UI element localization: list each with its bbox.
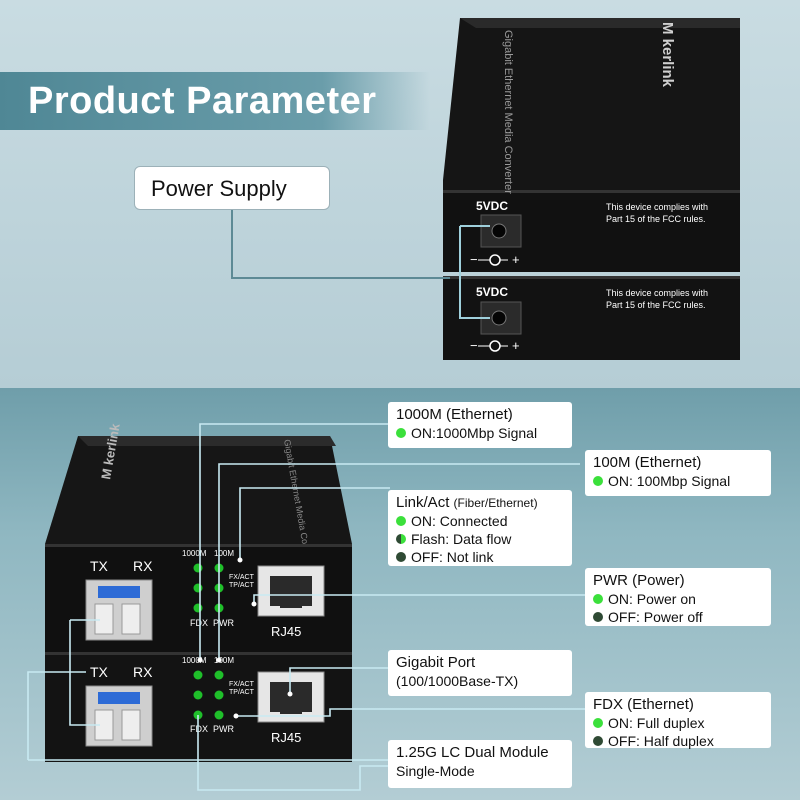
callout-fdx-title: FDX (Ethernet) — [593, 696, 694, 713]
callout-100m: 100M (Ethernet) ON: 100Mbp Signal — [585, 450, 771, 496]
lower-fcc-line1: This device complies with — [606, 288, 708, 298]
callout-lc-sub: Single-Mode — [396, 763, 475, 779]
callout-pwr-off: OFF: Power off — [608, 609, 703, 625]
callout-pwr-on: ON: Power on — [608, 591, 696, 607]
upper-led-fdx: FDX — [190, 618, 208, 628]
upper-fcc-line1: This device complies with — [606, 202, 708, 212]
lower-led-tpact: TP/ACT — [229, 689, 255, 696]
upper-fcc-line2: Part 15 of the FCC rules. — [606, 214, 706, 224]
callout-1000m: 1000M (Ethernet) ON:1000Mbp Signal — [388, 402, 572, 448]
lower-rx-label: RX — [133, 664, 153, 680]
callout-100m-title: 100M (Ethernet) — [593, 454, 702, 471]
callout-link-off: OFF: Not link — [411, 549, 494, 565]
callout-link-title-sub: (Fiber/Ethernet) — [453, 496, 538, 510]
led-flash-dot-icon — [396, 534, 406, 544]
upper-led-1000m: 1000M — [182, 549, 207, 558]
callout-100m-on: ON: 100Mbp Signal — [608, 473, 731, 489]
upper-rx-label: RX — [133, 558, 153, 574]
callout-link-on: ON: Connected — [411, 513, 508, 529]
callout-1000m-title: 1000M (Ethernet) — [396, 406, 513, 423]
page-title: Product Parameter — [28, 80, 377, 122]
upper-model-text: Gigabit Ethernet Media Converter — [502, 30, 514, 194]
callout-fdx-on: ON: Full duplex — [608, 715, 705, 731]
lower-led-fxact: FX/ACT — [229, 681, 255, 688]
callout-pwr: PWR (Power) ON: Power on OFF: Power off — [585, 568, 771, 626]
lower-led-pwr: PWR — [213, 724, 234, 734]
upper-power-label: 5VDC — [476, 199, 508, 213]
callout-link-flash: Flash: Data flow — [411, 531, 512, 547]
lower-led-fdx: FDX — [190, 724, 208, 734]
callout-link-title: Link/Act — [396, 494, 450, 511]
lower-polarity-plus: + — [512, 338, 520, 353]
lower-led-1000m: 1000M — [182, 656, 207, 665]
upper-polarity-minus: − — [470, 252, 478, 267]
lower-rj45-label: RJ45 — [271, 730, 301, 745]
callout-link-act: Link/Act (Fiber/Ethernet) ON: Connected … — [388, 490, 572, 566]
led-on-dot-icon — [593, 594, 603, 604]
lower-fcc-line2: Part 15 of the FCC rules. — [606, 300, 706, 310]
led-off-dot-icon — [593, 612, 603, 622]
led-on-dot-icon — [593, 718, 603, 728]
lower-led-100m: 100M — [214, 656, 234, 665]
top-illustration: Gigabit Ethernet Media Converter M kerli… — [231, 18, 740, 360]
led-off-dot-icon — [396, 552, 406, 562]
callout-fdx-off: OFF: Half duplex — [608, 733, 714, 749]
upper-led-tpact: TP/ACT — [229, 582, 255, 589]
upper-rj45-label: RJ45 — [271, 624, 301, 639]
leader-lines — [27, 423, 585, 791]
led-off-dot-icon — [593, 736, 603, 746]
led-on-dot-icon — [593, 476, 603, 486]
callout-pwr-title: PWR (Power) — [593, 572, 685, 589]
power-supply-label: Power Supply — [134, 166, 330, 210]
upper-led-fxact: FX/ACT — [229, 574, 255, 581]
callout-gigabit-title: Gigabit Port — [396, 654, 476, 671]
led-on-dot-icon — [396, 516, 406, 526]
upper-led-pwr: PWR — [213, 618, 234, 628]
callout-1000m-on: ON:1000Mbp Signal — [411, 425, 538, 441]
callout-fdx: FDX (Ethernet) ON: Full duplex OFF: Half… — [585, 692, 771, 749]
lower-power-label: 5VDC — [476, 285, 508, 299]
upper-tx-label: TX — [90, 558, 109, 574]
led-on-dot-icon — [396, 428, 406, 438]
upper-device-body — [443, 18, 740, 190]
upper-led-100m: 100M — [214, 549, 234, 558]
callout-lc-title: 1.25G LC Dual Module — [396, 744, 549, 761]
lower-tx-label: TX — [90, 664, 109, 680]
bottom-upper-body — [45, 436, 352, 544]
callout-gigabit-port: Gigabit Port (100/1000Base-TX) — [388, 650, 572, 696]
upper-brand-text: M kerlink — [659, 22, 676, 88]
callout-gigabit-sub: (100/1000Base-TX) — [396, 673, 519, 689]
upper-polarity-plus: + — [512, 252, 520, 267]
power-connector-line — [231, 210, 450, 279]
lower-polarity-minus: − — [470, 338, 478, 353]
callout-lc-module: 1.25G LC Dual Module Single-Mode — [388, 740, 572, 788]
title-band — [0, 72, 430, 130]
